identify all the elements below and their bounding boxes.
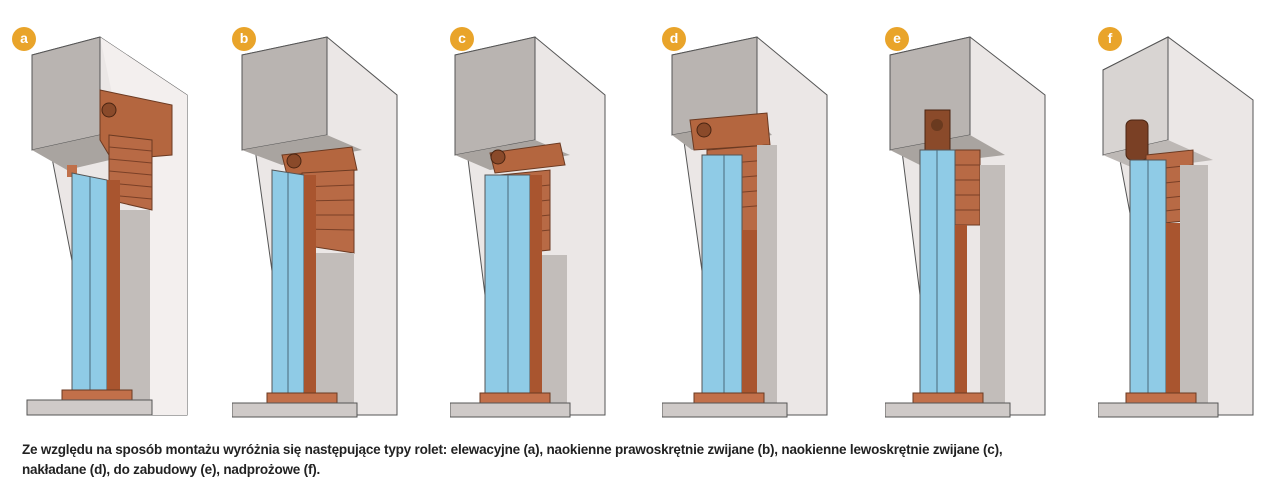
figure-f: f bbox=[1098, 25, 1280, 420]
figure-d: d bbox=[662, 25, 862, 420]
caption-line-1: Ze względu na sposób montażu wyróżnia si… bbox=[22, 442, 1003, 457]
shutter-illustration-elevation bbox=[26, 36, 188, 416]
figure-label-badge: d bbox=[662, 27, 686, 51]
shutter-illustration-left-wound bbox=[450, 36, 606, 418]
shutter-illustration-overlay bbox=[662, 36, 828, 418]
figure-e: e bbox=[885, 25, 1085, 420]
shutter-illustration-lintel bbox=[1098, 36, 1254, 418]
figure-b: b bbox=[232, 25, 432, 420]
figure-c: c bbox=[450, 25, 650, 420]
figure-label-badge: a bbox=[12, 27, 36, 51]
figure-a: a bbox=[12, 25, 212, 420]
figure-label-badge: c bbox=[450, 27, 474, 51]
shutter-illustration-right-wound bbox=[232, 36, 398, 418]
caption-line-2: nakładane (d), do zabudowy (e), nadprożo… bbox=[22, 462, 321, 477]
figure-label-badge: b bbox=[232, 27, 256, 51]
shutter-illustration-builtin bbox=[885, 36, 1046, 418]
figure-label-badge: f bbox=[1098, 27, 1122, 51]
figure-label-badge: e bbox=[885, 27, 909, 51]
figure-caption: Ze względu na sposób montażu wyróżnia si… bbox=[22, 440, 1262, 480]
